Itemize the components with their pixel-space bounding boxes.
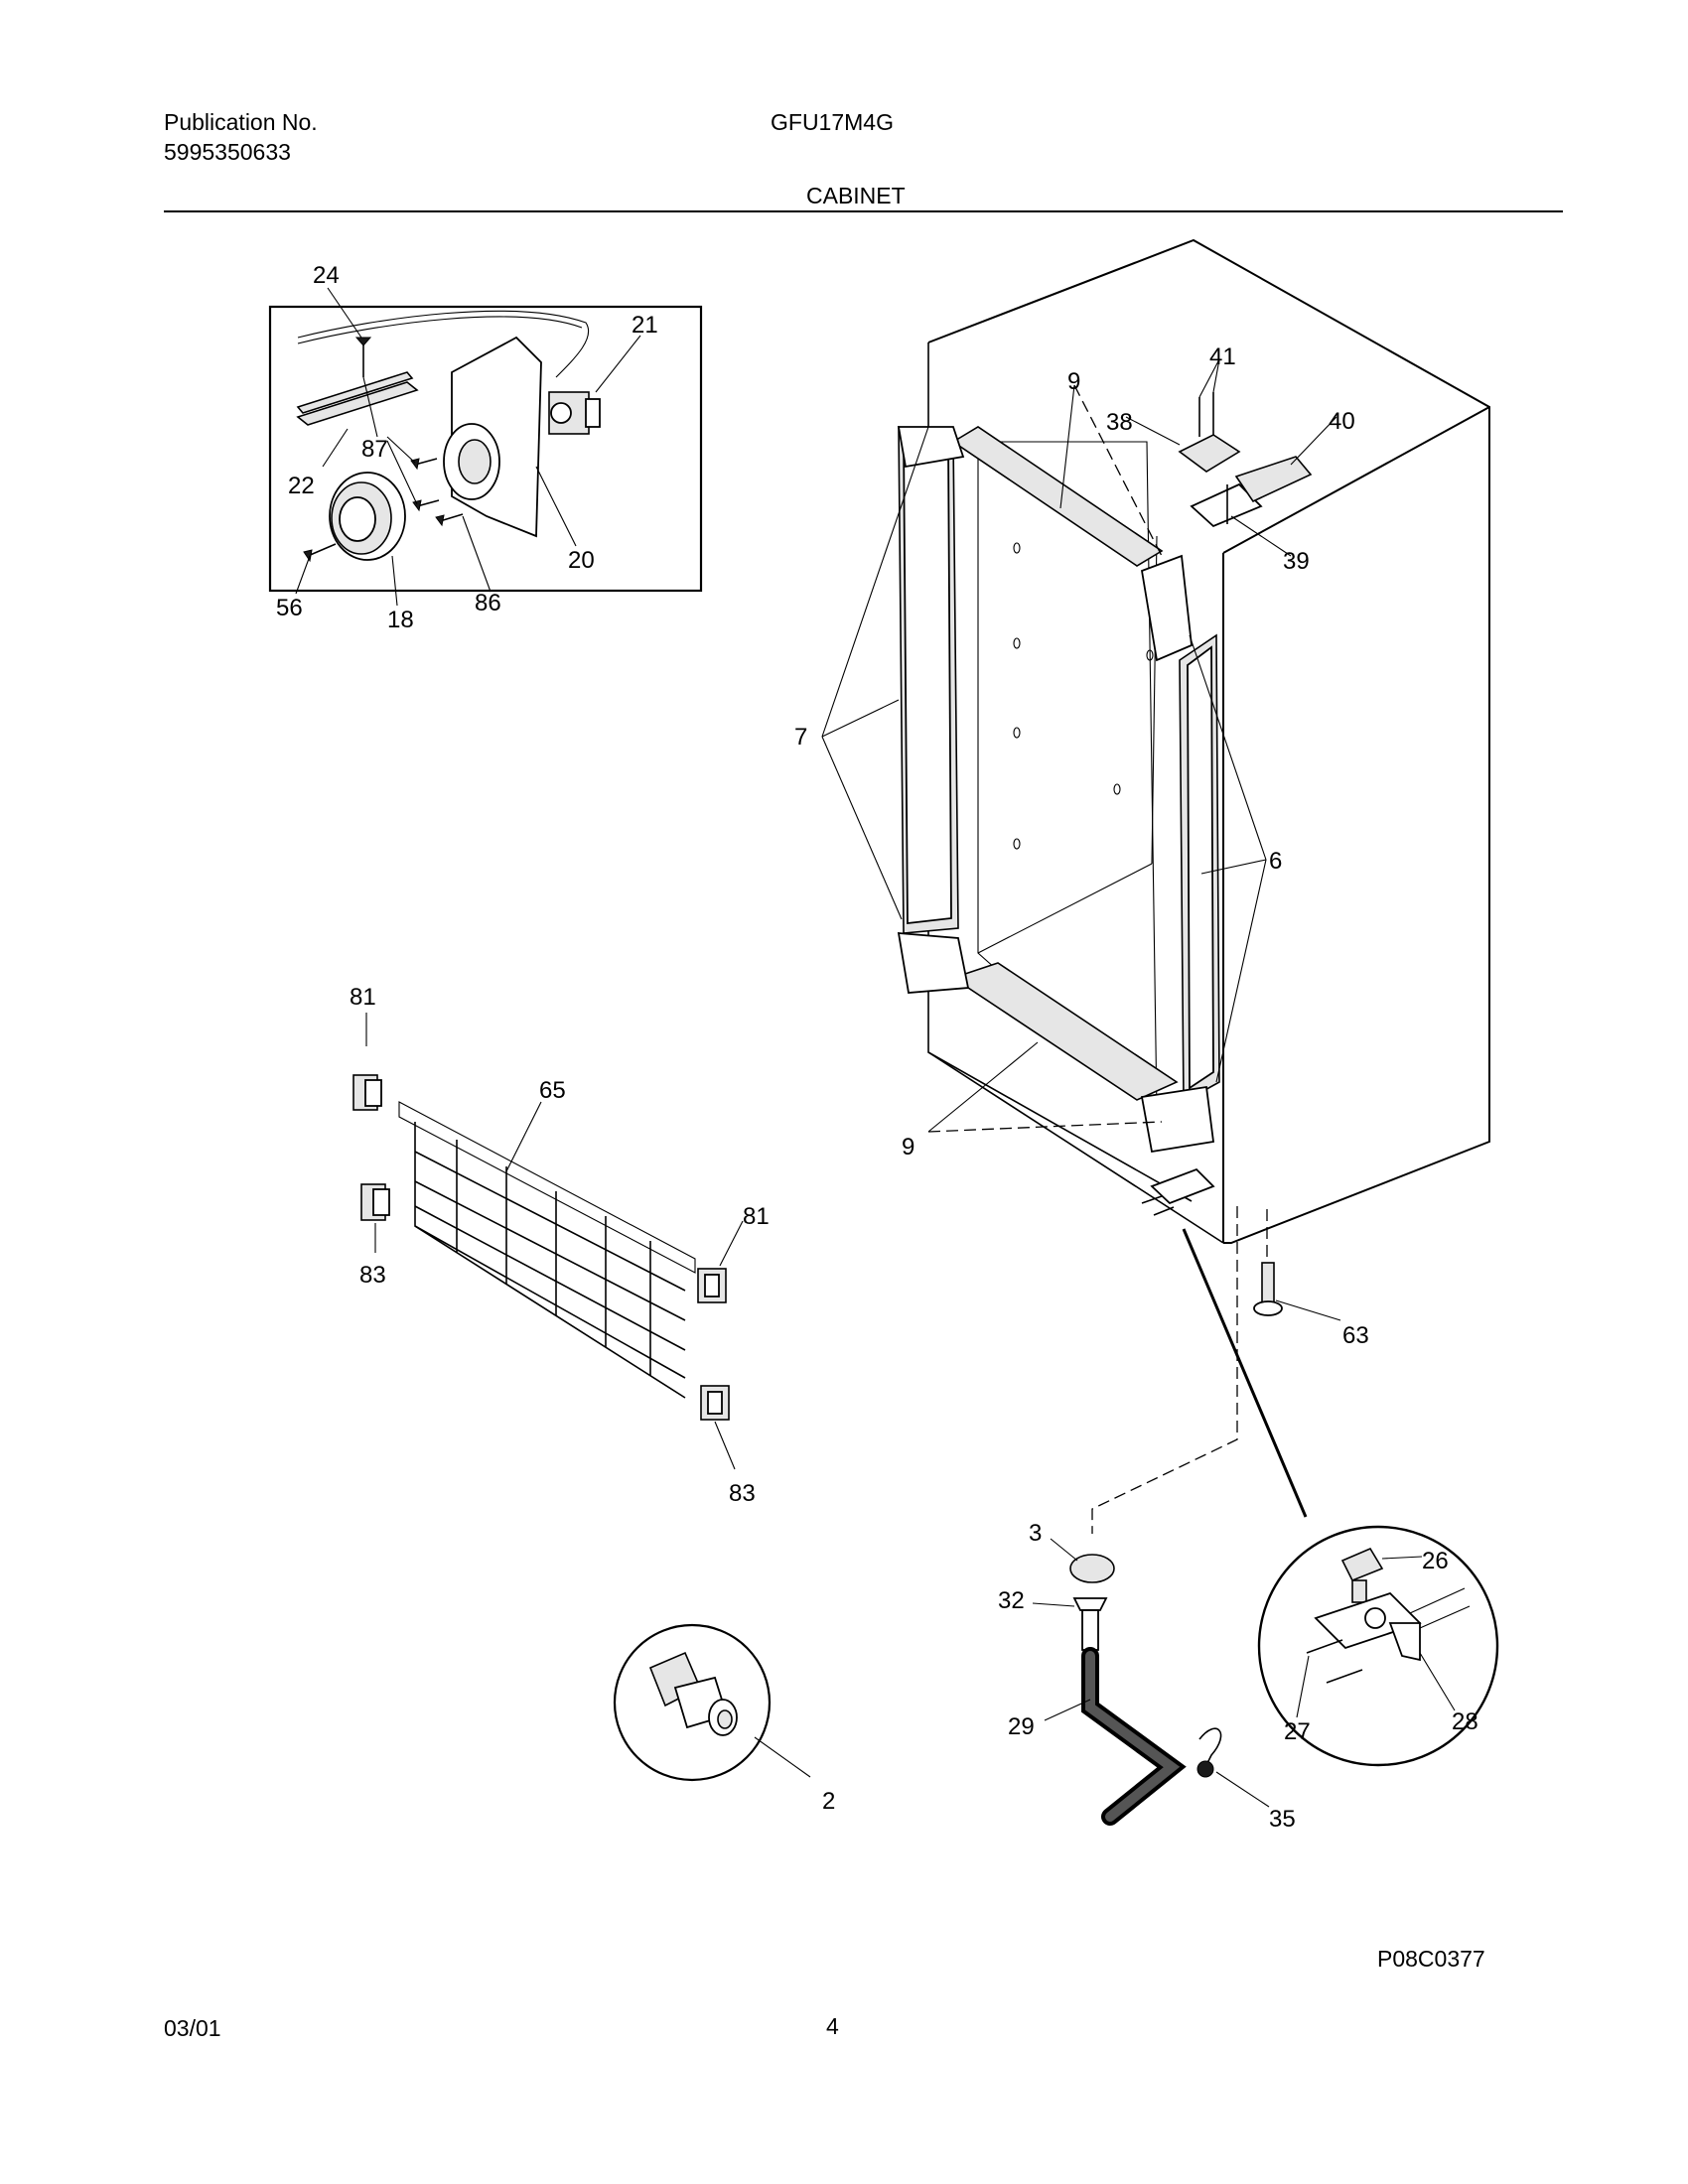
clip-83-bottom-icon [700,1385,730,1421]
callout-18: 18 [387,607,414,633]
callout-38: 38 [1106,409,1133,436]
callout-83-left: 83 [359,1262,386,1289]
callout-39: 39 [1283,548,1310,575]
callout-35: 35 [1269,1806,1296,1833]
publication-date: 03/01 [164,2015,221,2041]
callout-56: 56 [276,595,303,621]
bracket-22-icon [296,371,419,426]
callout-26: 26 [1422,1548,1449,1574]
callout-40: 40 [1329,408,1355,435]
clip-81-right-icon [697,1268,727,1303]
callout-20: 20 [568,547,595,574]
drawing-code: P08C0377 [1377,1946,1485,1972]
breaker-top-9-icon [897,426,1193,662]
callout-63: 63 [1342,1322,1369,1349]
screw-56-icon [303,543,337,563]
callout-21: 21 [632,312,658,339]
callout-29: 29 [1008,1713,1035,1740]
callout-65: 65 [539,1077,566,1104]
callout-81-right: 81 [743,1203,770,1230]
callout-labels: 24 21 87 22 20 56 18 86 9 41 38 40 39 7 … [276,262,1478,1833]
thermostat-housing-20-icon [443,336,542,538]
clip-83-left-icon [360,1183,390,1221]
callout-7: 7 [794,724,807,751]
page-number: 4 [826,2013,839,2039]
drain-tube-32-icon [1072,1597,1108,1651]
callout-9-top: 9 [1067,368,1080,395]
callout-83-bottom: 83 [729,1480,756,1507]
callout-41: 41 [1209,343,1236,370]
top-hinge-icon [1178,392,1313,528]
callout-3: 3 [1029,1520,1042,1547]
drain-hose-29-icon [1081,1647,1187,1826]
callout-9-bottom: 9 [902,1134,914,1160]
callout-32: 32 [998,1587,1025,1614]
callout-81-top: 81 [350,984,376,1011]
callout-2: 2 [822,1788,835,1815]
fitting-detail-circle [613,1623,772,1782]
basket-65-icon [398,1101,696,1399]
clip-35-icon [1196,1727,1222,1778]
screw-86-icon [435,513,464,527]
drain-plug-3-icon [1069,1554,1115,1583]
leveling-leg-63-icon [1253,1209,1283,1316]
gasket-left-7-icon [898,426,959,934]
publication-number: 5995350633 [164,139,291,165]
breaker-bottom-9-icon [897,932,1215,1154]
callout-27: 27 [1284,1718,1311,1745]
screws-87-icon [410,458,440,512]
bottom-hinge-icon [1141,1167,1215,1216]
thermostat-21-icon [548,391,601,435]
cabinet-body [897,238,1490,1316]
publication-label: Publication No. [164,109,318,135]
callout-87: 87 [361,436,388,463]
knob-18-icon [329,472,406,561]
callout-6: 6 [1269,848,1282,875]
model-number: GFU17M4G [771,109,894,135]
hinge-detail-circle [1257,1525,1499,1767]
screw-24-icon [354,337,372,377]
callout-24: 24 [313,262,340,289]
callout-22: 22 [288,473,315,499]
thermostat-inset [268,287,703,607]
section-title: CABINET [806,183,906,208]
gasket-right-6-icon [1179,633,1220,1104]
header-rule [164,210,1563,212]
callout-86: 86 [475,590,501,616]
callout-28: 28 [1452,1708,1478,1735]
clip-81-top-icon [352,1074,382,1111]
